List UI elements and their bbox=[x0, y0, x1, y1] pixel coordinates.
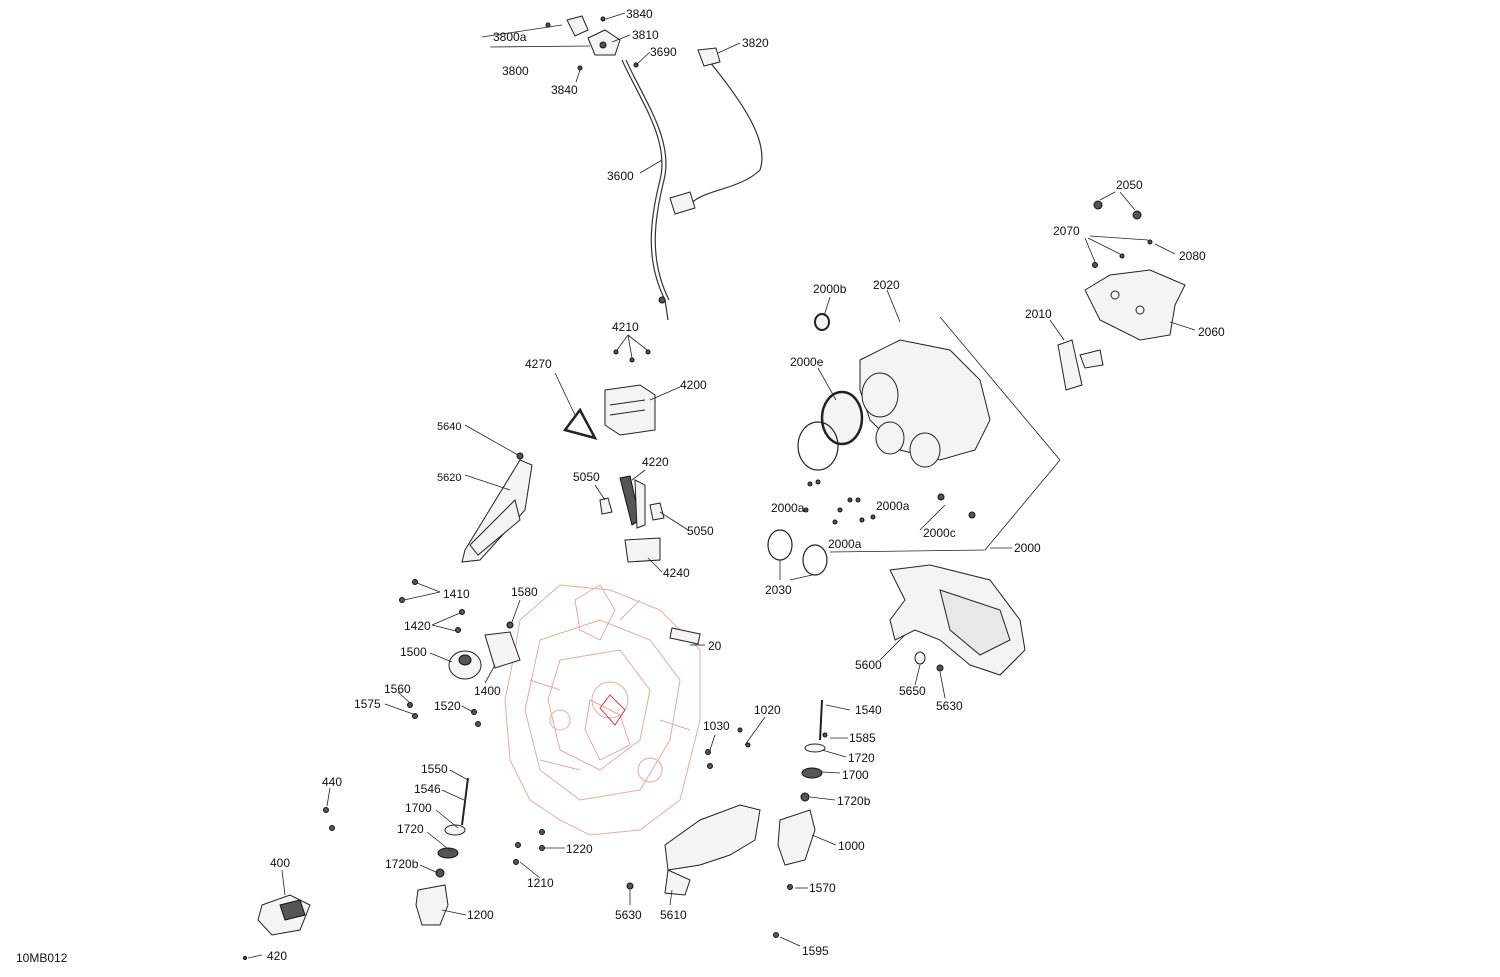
callout-4220: 4220 bbox=[642, 455, 669, 469]
callout-1575: 1575 bbox=[354, 697, 381, 711]
callout-2000a-1: 2000a bbox=[771, 501, 805, 515]
heat-shield-5600 bbox=[879, 564, 1026, 699]
callout-2000e: 2000e bbox=[790, 355, 824, 369]
callout-1020: 1020 bbox=[754, 703, 781, 717]
callout-4270: 4270 bbox=[525, 357, 552, 371]
engine-mount-1400 bbox=[384, 579, 705, 727]
callout-1000: 1000 bbox=[838, 839, 865, 853]
callout-1560: 1560 bbox=[384, 682, 411, 696]
callout-1540: 1540 bbox=[855, 703, 882, 717]
callout-2010: 2010 bbox=[1025, 307, 1052, 321]
callout-3840-lower: 3840 bbox=[551, 83, 578, 97]
callout-3810: 3810 bbox=[632, 28, 659, 42]
callout-3690: 3690 bbox=[650, 45, 677, 59]
callout-5630: 5630 bbox=[936, 699, 963, 713]
engine-block bbox=[504, 584, 701, 836]
callout-3800: 3800 bbox=[502, 64, 529, 78]
callout-1546: 1546 bbox=[414, 782, 441, 796]
figure-code: 10MB012 bbox=[16, 951, 68, 965]
callout-5630-lower: 5630 bbox=[615, 908, 642, 922]
callout-440: 440 bbox=[322, 775, 342, 789]
callout-1720b-lower: 1720b bbox=[385, 857, 419, 871]
callout-2000: 2000 bbox=[1014, 541, 1041, 555]
callout-1720-lower: 1720 bbox=[397, 822, 424, 836]
shield-5610 bbox=[626, 804, 761, 906]
shield-5620 bbox=[461, 424, 533, 563]
callout-1580: 1580 bbox=[511, 585, 538, 599]
callout-2000a-2: 2000a bbox=[876, 499, 910, 513]
callout-1200: 1200 bbox=[467, 908, 494, 922]
callout-2000a-3: 2000a bbox=[828, 537, 862, 551]
callout-2020: 2020 bbox=[873, 278, 900, 292]
callout-5650: 5650 bbox=[899, 684, 926, 698]
callout-1700: 1700 bbox=[842, 768, 869, 782]
screws-2000a bbox=[803, 479, 876, 525]
callout-4200: 4200 bbox=[680, 378, 707, 392]
callout-2000c: 2000c bbox=[923, 526, 956, 540]
callout-1595: 1595 bbox=[802, 944, 829, 958]
callout-1585: 1585 bbox=[849, 731, 876, 745]
callout-1720: 1720 bbox=[848, 751, 875, 765]
callout-1400: 1400 bbox=[474, 684, 501, 698]
callout-5050-left: 5050 bbox=[573, 470, 600, 484]
callout-1720b: 1720b bbox=[837, 794, 871, 808]
right-bracket-assembly bbox=[1049, 191, 1196, 391]
callout-3840: 3840 bbox=[626, 7, 653, 21]
callout-1420: 1420 bbox=[404, 619, 431, 633]
callout-labels: 3840 3800a 3810 3690 3820 3800 3840 3600… bbox=[16, 7, 1225, 965]
engine-mount-1000 bbox=[705, 699, 851, 947]
callout-1520: 1520 bbox=[434, 699, 461, 713]
callout-1570: 1570 bbox=[809, 881, 836, 895]
engine-mount-1200 bbox=[415, 769, 565, 926]
callout-1500: 1500 bbox=[400, 645, 427, 659]
callout-2050: 2050 bbox=[1116, 178, 1143, 192]
callout-1030: 1030 bbox=[703, 719, 730, 733]
callout-5050-right: 5050 bbox=[687, 524, 714, 538]
callout-5610: 5610 bbox=[660, 908, 687, 922]
callout-2060: 2060 bbox=[1198, 325, 1225, 339]
callout-2080: 2080 bbox=[1179, 249, 1206, 263]
callout-5640: 5640 bbox=[437, 421, 461, 433]
airbox-assembly bbox=[767, 289, 1061, 581]
callout-3800a: 3800a bbox=[493, 30, 527, 44]
callout-2030: 2030 bbox=[765, 583, 792, 597]
callout-5600: 5600 bbox=[855, 658, 882, 672]
callout-2000b: 2000b bbox=[813, 282, 847, 296]
callout-4210: 4210 bbox=[612, 320, 639, 334]
callout-1410: 1410 bbox=[443, 587, 470, 601]
shift-cable-assembly bbox=[481, 12, 763, 321]
callout-4240: 4240 bbox=[663, 566, 690, 580]
callout-3820: 3820 bbox=[742, 36, 769, 50]
callout-1700-lower: 1700 bbox=[405, 801, 432, 815]
callout-2070: 2070 bbox=[1053, 224, 1080, 238]
callout-400: 400 bbox=[270, 856, 290, 870]
bracket-4200-group bbox=[554, 334, 689, 573]
bracket-400 bbox=[243, 787, 335, 960]
callout-5620: 5620 bbox=[437, 472, 461, 484]
callout-1210: 1210 bbox=[527, 876, 554, 890]
callout-420: 420 bbox=[267, 949, 287, 963]
callout-1220: 1220 bbox=[566, 842, 593, 856]
callout-1550: 1550 bbox=[421, 762, 448, 776]
callout-3600: 3600 bbox=[607, 169, 634, 183]
callout-20: 20 bbox=[708, 639, 722, 653]
